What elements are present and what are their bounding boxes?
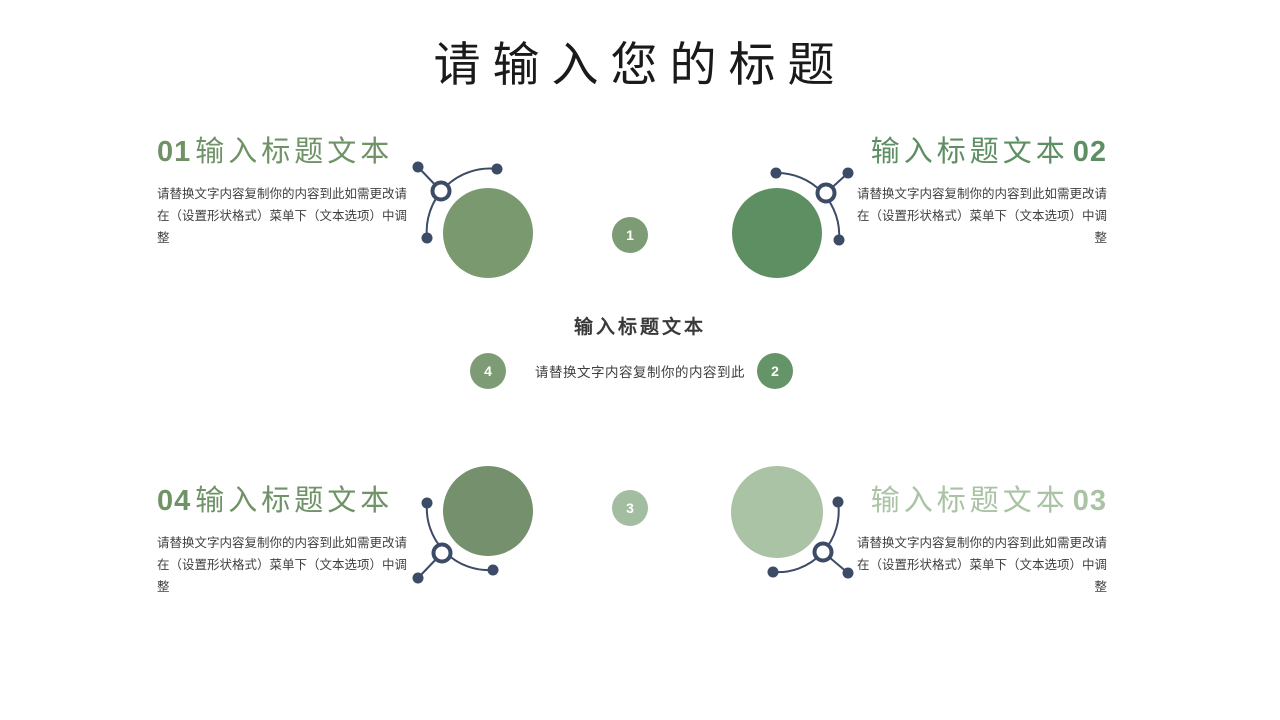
connector-arc	[425, 502, 494, 572]
step-badge-3: 3	[612, 490, 648, 526]
connector-line	[822, 551, 849, 574]
section-01-number: 01	[157, 136, 192, 168]
section-02-title: 输入标题文本	[870, 136, 1069, 168]
connector-dot	[770, 167, 782, 179]
connector-line	[417, 552, 443, 579]
circle-s4	[443, 466, 533, 556]
circle-s3	[731, 466, 823, 558]
connector-line	[417, 166, 442, 192]
step-badge-4: 4	[470, 353, 506, 389]
section-03-title: 输入标题文本	[870, 485, 1069, 517]
decoration-bottomleft	[412, 466, 533, 584]
section-02-body: 请替换文字内容复制你的内容到此如需更改请在（设置形状格式）菜单下（文本选项）中调…	[856, 187, 1107, 245]
connector-dot	[832, 496, 844, 508]
connector-ring	[812, 541, 834, 563]
connector-dot	[842, 167, 854, 179]
decoration-topleft	[412, 161, 533, 278]
connector-dot	[487, 564, 499, 576]
connector-dot	[833, 234, 845, 246]
center-body: 请替换文字内容复制你的内容到此	[535, 365, 745, 380]
decoration-bottomright	[731, 466, 854, 579]
connector-dot	[767, 566, 779, 578]
center-heading: 输入标题文本	[573, 317, 706, 338]
connector-dot	[842, 567, 854, 579]
decoration-topright	[732, 167, 854, 278]
section-03-number: 03	[1072, 485, 1107, 517]
step-badge-2: 2	[757, 353, 793, 389]
section-04-number: 04	[157, 485, 192, 517]
section-02-number: 02	[1072, 136, 1107, 168]
connector-ring	[430, 180, 452, 202]
section-04-body: 请替换文字内容复制你的内容到此如需更改请在（设置形状格式）菜单下（文本选项）中调…	[157, 536, 408, 594]
step-badge-1: 1	[612, 217, 648, 253]
circle-s2	[732, 188, 822, 278]
connector-line	[825, 172, 849, 194]
section-01-body: 请替换文字内容复制你的内容到此如需更改请在（设置形状格式）菜单下（文本选项）中调…	[157, 187, 408, 245]
connector-arc	[772, 501, 840, 574]
connector-dot	[491, 163, 503, 175]
circle-s1	[443, 188, 533, 278]
section-04-title: 输入标题文本	[195, 485, 394, 517]
connector-arc	[775, 171, 841, 241]
connector-ring	[431, 542, 453, 564]
connector-arc	[425, 167, 498, 239]
connector-ring	[815, 182, 837, 204]
connector-dot	[421, 497, 433, 509]
connector-dot	[412, 572, 424, 584]
connector-dot	[421, 232, 433, 244]
slide-title: 请输入您的标题	[433, 40, 847, 92]
section-03-body: 请替换文字内容复制你的内容到此如需更改请在（设置形状格式）菜单下（文本选项）中调…	[856, 536, 1107, 594]
connector-dot	[412, 161, 424, 173]
section-01-title: 输入标题文本	[195, 136, 394, 168]
